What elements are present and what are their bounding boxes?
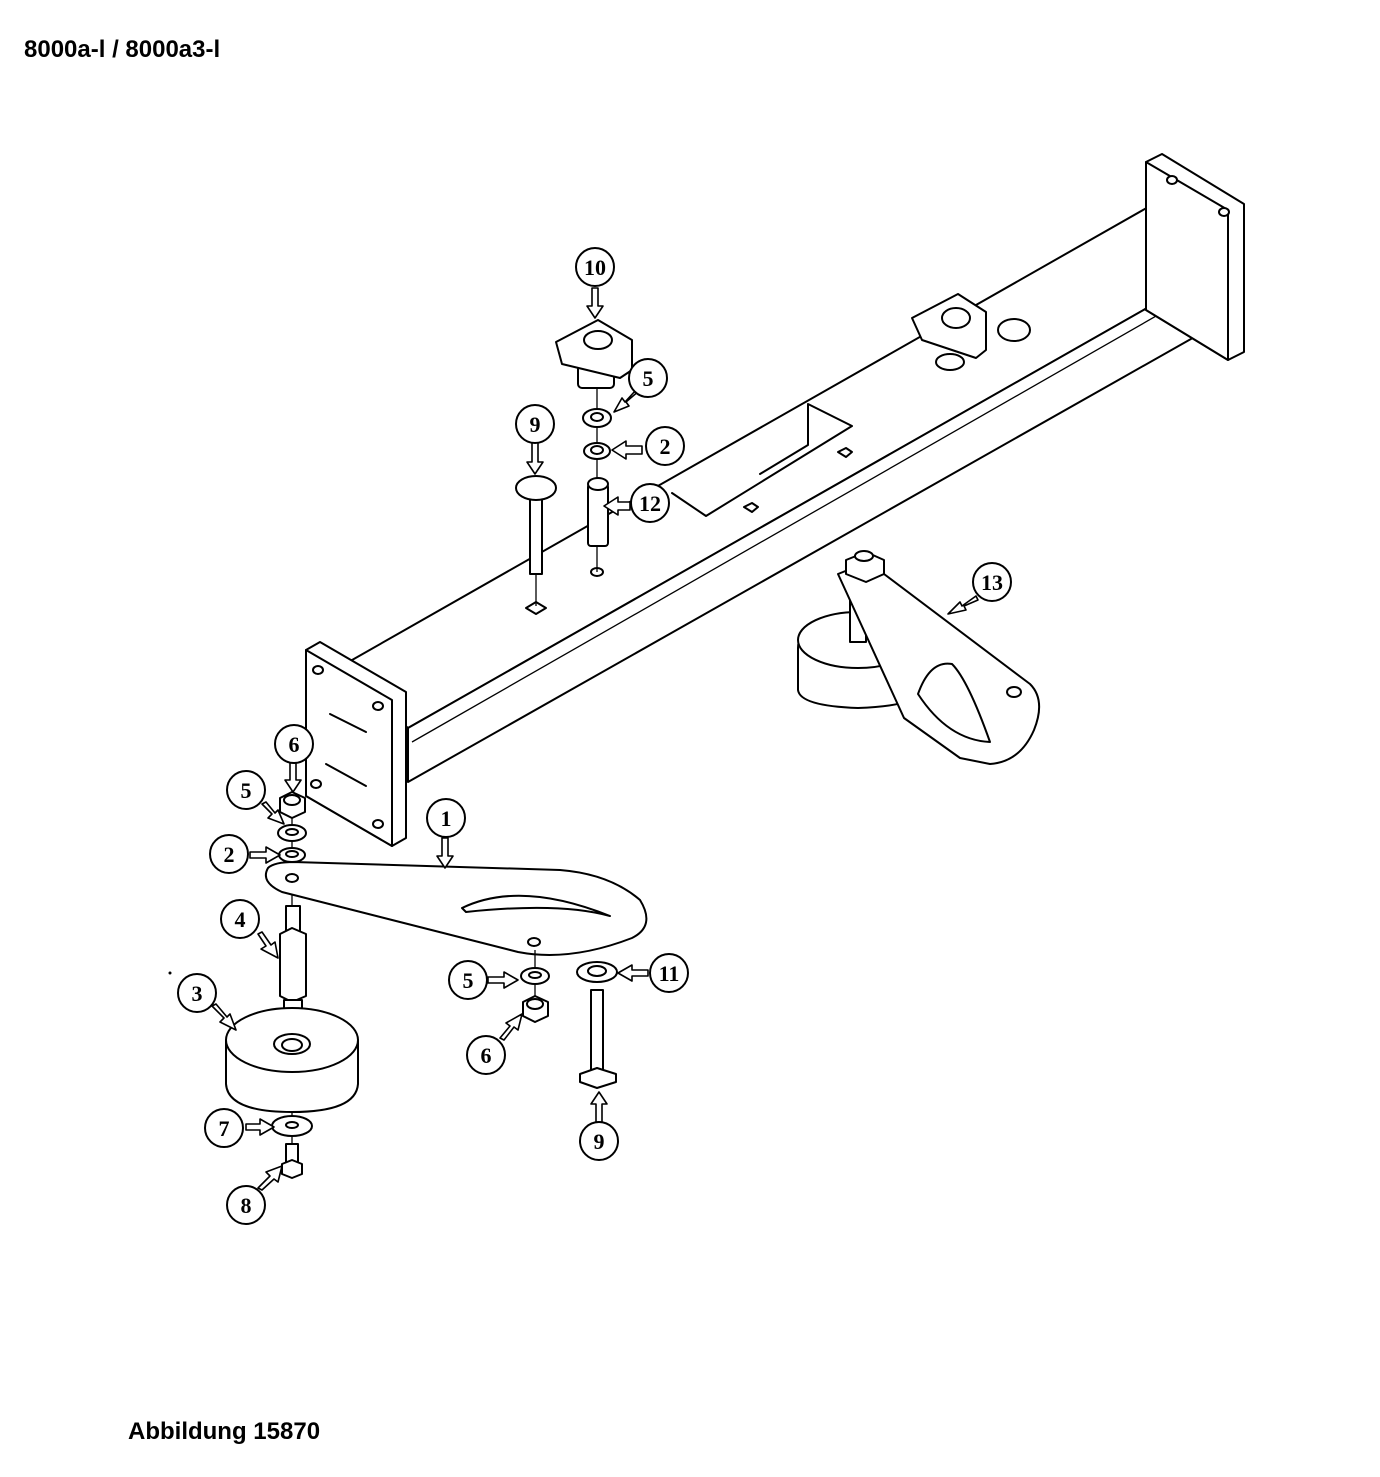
callout-1: 1 [426,798,466,838]
callout-2-left: 2 [209,834,249,874]
callout-2-left-label: 2 [224,842,235,867]
callout-5-lower: 5 [448,960,488,1000]
callout-5-left-label: 5 [241,778,252,803]
callout-9-upper: 9 [515,404,555,444]
callout-13-label: 13 [981,570,1003,595]
main-beam [305,153,1245,847]
callout-5-upper: 5 [628,358,668,398]
upper-parts [515,319,633,606]
callout-13: 13 [972,562,1012,602]
callout-11-label: 11 [659,961,680,986]
callout-6-upper-label: 6 [289,732,300,757]
callout-1-label: 1 [441,806,452,831]
callout-11: 11 [649,953,689,993]
left-foot-assembly [168,791,648,1179]
callout-12-label: 12 [639,491,661,516]
exploded-assembly-drawing: 10 5 2 9 12 13 6 5 2 1 4 3 [168,153,1245,1225]
callout-2-upper-label: 2 [660,434,671,459]
callout-3-label: 3 [192,981,203,1006]
callout-9-upper-label: 9 [530,412,541,437]
callout-9-lower: 9 [579,1121,619,1161]
callout-4: 4 [220,899,260,939]
callout-8-label: 8 [241,1193,252,1218]
callout-3: 3 [177,973,217,1013]
callout-9-lower-label: 9 [594,1129,605,1154]
callout-5-left: 5 [226,770,266,810]
callout-7-label: 7 [219,1116,230,1141]
callout-2-upper: 2 [645,426,685,466]
callout-6-lower-label: 6 [481,1043,492,1068]
callout-10-label: 10 [584,255,606,280]
callout-5-upper-label: 5 [643,366,654,391]
callout-6-upper: 6 [274,724,314,764]
callout-8: 8 [226,1185,266,1225]
right-foot-assembly [797,550,1041,765]
callout-4-label: 4 [235,907,246,932]
drawing-title: 8000a-l / 8000a3-l [24,36,221,63]
figure-caption: Abbildung 15870 [128,1418,321,1445]
callout-6-lower: 6 [466,1035,506,1075]
callout-12: 12 [630,483,670,523]
callout-5-lower-label: 5 [463,968,474,993]
callout-10: 10 [575,247,615,287]
callout-7: 7 [204,1108,244,1148]
